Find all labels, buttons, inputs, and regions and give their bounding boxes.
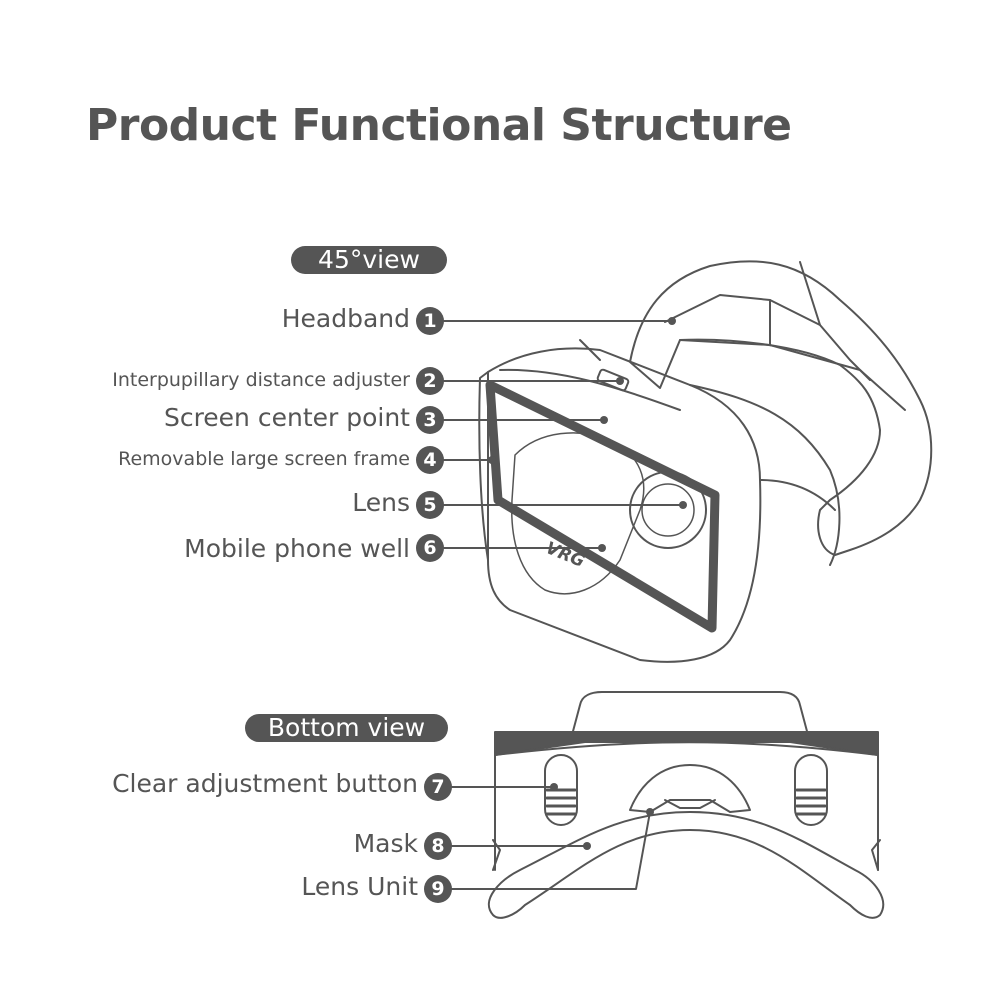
mask <box>487 811 885 919</box>
lens-unit-notch <box>629 764 751 813</box>
callout-label-mask: Mask <box>353 829 418 858</box>
view-pill-45: 45°view <box>291 246 447 274</box>
leader-lines <box>443 320 684 890</box>
callout-number-1: 1 <box>416 307 444 335</box>
callout-label-screen-frame: Removable large screen frame <box>118 448 410 470</box>
callout-label-ipd-adjuster: Interpupillary distance adjuster <box>112 369 410 391</box>
page-title: Product Functional Structure <box>86 100 792 151</box>
callout-number-3: 3 <box>416 406 444 434</box>
lens <box>629 471 707 549</box>
callout-number-8: 8 <box>424 832 452 860</box>
headset-body <box>487 347 762 663</box>
logo-text: VRG <box>543 538 588 572</box>
callout-number-5: 5 <box>416 491 444 519</box>
callout-number-6: 6 <box>416 534 444 562</box>
callout-label-lens-unit: Lens Unit <box>301 872 418 901</box>
callout-number-7: 7 <box>424 773 452 801</box>
callout-label-lens: Lens <box>352 488 410 517</box>
callout-label-screen-center: Screen center point <box>163 403 410 432</box>
leader-dots <box>488 317 687 850</box>
callout-label-headband: Headband <box>281 304 410 333</box>
callout-label-phone-well: Mobile phone well <box>184 534 410 563</box>
callout-number-4: 4 <box>416 446 444 474</box>
callout-label-clear-adjustment: Clear adjustment button <box>112 769 418 798</box>
clear-adjustment-button-right <box>794 754 828 826</box>
clear-adjustment-button-left <box>544 754 578 826</box>
callout-number-2: 2 <box>416 367 444 395</box>
headset-bottom-view <box>487 691 885 919</box>
headband <box>629 260 933 556</box>
callout-number-9: 9 <box>424 875 452 903</box>
view-pill-bottom: Bottom view <box>245 714 448 742</box>
